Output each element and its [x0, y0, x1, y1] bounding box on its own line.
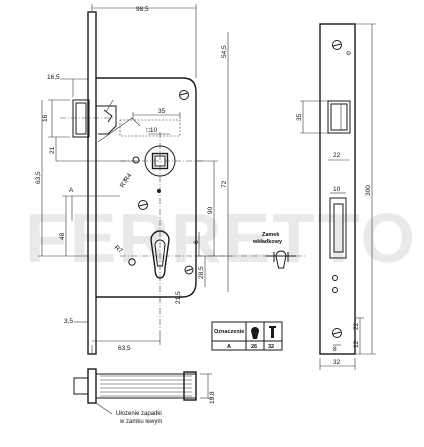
dim-54-5: 54,5	[221, 45, 228, 58]
dim-radius-7: R7	[119, 178, 130, 189]
dim-3-5: 3,5	[64, 318, 73, 325]
faceplate-side-view: ⊖ 35 22 10 300 12 22 8 32	[296, 23, 376, 370]
dim-latch-offset: 16,5	[47, 74, 60, 81]
cylinder-note-line2: wkładkowy	[252, 239, 283, 245]
dim-21-5: 21,5	[175, 291, 182, 304]
face-dim-35: 35	[296, 113, 303, 121]
dim-A-left: A	[69, 187, 74, 194]
table-value-2: 32	[268, 344, 274, 350]
face-dim-22: 22	[333, 152, 341, 159]
face-dim-8: 8	[333, 346, 337, 353]
swap-note-line2: w zamku lewym	[119, 419, 162, 425]
cylinder-note-line1: Zamek	[262, 232, 280, 238]
dim-48: 48	[59, 232, 66, 240]
face-dim-22b: 22	[353, 322, 360, 330]
dim-63-5-left: 63,5	[35, 171, 42, 184]
dim-28-5: 28,5	[198, 266, 205, 279]
dim-latch-height: 16	[42, 114, 49, 122]
swap-note-line1: Ułożenie zapadki	[116, 411, 162, 417]
key-icon	[271, 326, 274, 338]
lock-body-front-view	[60, 11, 305, 355]
table-header: Oznaczenie	[214, 329, 244, 335]
dim-square-size: □10	[146, 127, 158, 134]
face-dim-32: 32	[333, 359, 341, 366]
dim-63-5-bottom: 63,5	[118, 345, 131, 352]
face-dim-10: 10	[333, 186, 341, 193]
section-dim-19-8: 19,8	[209, 391, 216, 404]
dim-radius-cyl: R7	[113, 244, 124, 255]
dim-6: 6	[193, 240, 200, 244]
dim-radius-4: R4	[123, 172, 134, 183]
face-dim-300: 300	[365, 185, 372, 196]
dim-width-total: 98,5	[136, 6, 149, 13]
watermark-text: FERRETTO	[25, 199, 417, 277]
front-view-dimensions: 98,5 16,5 16 35 □10 R7 R4 R7 21 63,5	[35, 4, 232, 354]
dim-square-width: 35	[158, 108, 166, 115]
dim-21: 21	[49, 146, 56, 154]
table-row-label: A	[227, 344, 231, 350]
face-dim-12: 12	[353, 340, 360, 348]
dim-72: 72	[221, 180, 228, 188]
table-value-1: 26	[251, 344, 257, 350]
cylinder-lock-symbol: Zamek wkładkowy	[252, 232, 296, 269]
dimension-table: Oznaczenie A 26 32	[211, 321, 283, 351]
bottom-section-view: 19,8 Ułożenie zapadki w zamku lewym	[73, 368, 216, 425]
face-label-small: ⊖	[346, 51, 351, 57]
dim-90: 90	[207, 206, 214, 214]
cylinder-profile-icon	[251, 327, 259, 339]
